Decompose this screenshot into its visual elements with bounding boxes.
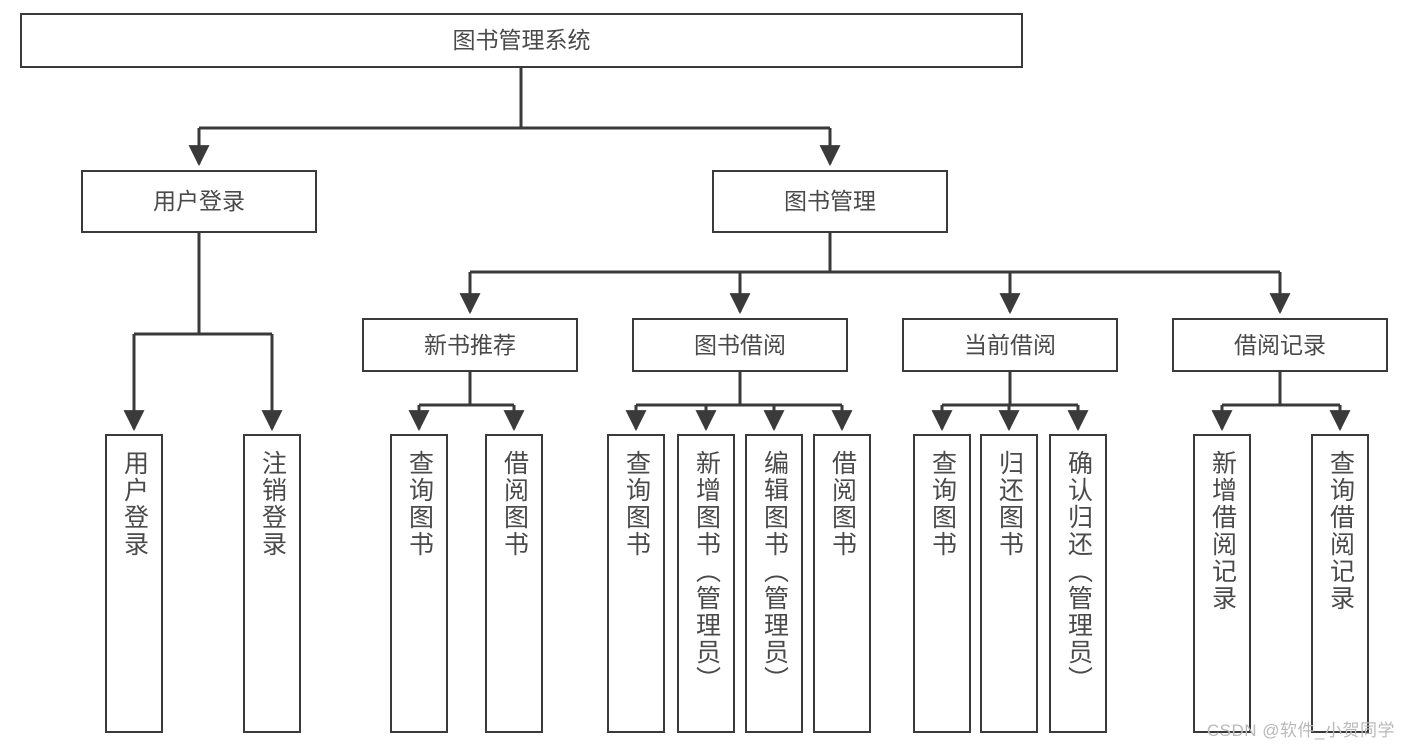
node-leaf-add-book[interactable]: 新增图书（管理员） [677, 434, 735, 733]
node-user-login-label: 用户登录 [153, 188, 245, 215]
node-current-borrow-label: 当前借阅 [964, 331, 1056, 358]
node-leaf-edit-book[interactable]: 编辑图书（管理员） [745, 434, 803, 733]
node-leaf-query-record-label: 查询借阅记录 [1326, 450, 1355, 612]
node-leaf-return-book[interactable]: 归还图书 [980, 434, 1038, 733]
node-leaf-user-login-label: 用户登录 [120, 450, 149, 558]
node-book-management[interactable]: 图书管理 [712, 170, 948, 233]
node-leaf-confirm-return-label: 确认归还（管理员） [1064, 450, 1093, 693]
node-leaf-user-logout[interactable]: 注销登录 [243, 434, 301, 733]
node-new-book-recommend[interactable]: 新书推荐 [362, 318, 578, 372]
node-leaf-user-login[interactable]: 用户登录 [105, 434, 163, 733]
node-leaf-add-book-label: 新增图书（管理员） [692, 450, 721, 693]
node-book-management-label: 图书管理 [784, 188, 876, 215]
node-current-borrow[interactable]: 当前借阅 [902, 318, 1118, 372]
node-root-system-label: 图书管理系统 [452, 27, 591, 54]
node-book-borrow[interactable]: 图书借阅 [632, 318, 848, 372]
node-root-system[interactable]: 图书管理系统 [20, 13, 1023, 68]
node-new-book-recommend-label: 新书推荐 [424, 331, 516, 358]
node-leaf-query-record[interactable]: 查询借阅记录 [1311, 434, 1369, 733]
node-leaf-add-record[interactable]: 新增借阅记录 [1193, 434, 1251, 733]
node-leaf-query-book-3-label: 查询图书 [928, 450, 957, 558]
watermark-text: CSDN @软件_小贺同学 [1206, 721, 1395, 740]
node-borrow-record[interactable]: 借阅记录 [1172, 318, 1388, 372]
node-leaf-borrow-book-2-label: 借阅图书 [828, 450, 857, 558]
node-leaf-borrow-book-1[interactable]: 借阅图书 [485, 434, 543, 733]
node-leaf-return-book-label: 归还图书 [995, 450, 1024, 558]
node-leaf-query-book-2-label: 查询图书 [622, 450, 651, 558]
node-borrow-record-label: 借阅记录 [1234, 331, 1326, 358]
node-leaf-edit-book-label: 编辑图书（管理员） [760, 450, 789, 693]
node-book-borrow-label: 图书借阅 [694, 331, 786, 358]
node-leaf-user-logout-label: 注销登录 [258, 450, 287, 558]
node-leaf-confirm-return[interactable]: 确认归还（管理员） [1049, 434, 1107, 733]
node-user-login[interactable]: 用户登录 [81, 170, 317, 233]
node-leaf-query-book-2[interactable]: 查询图书 [607, 434, 665, 733]
node-leaf-query-book-3[interactable]: 查询图书 [913, 434, 971, 733]
node-leaf-borrow-book-2[interactable]: 借阅图书 [813, 434, 871, 733]
node-leaf-query-book-1[interactable]: 查询图书 [390, 434, 448, 733]
node-leaf-query-book-1-label: 查询图书 [405, 450, 434, 558]
node-leaf-add-record-label: 新增借阅记录 [1208, 450, 1237, 612]
node-leaf-borrow-book-1-label: 借阅图书 [500, 450, 529, 558]
